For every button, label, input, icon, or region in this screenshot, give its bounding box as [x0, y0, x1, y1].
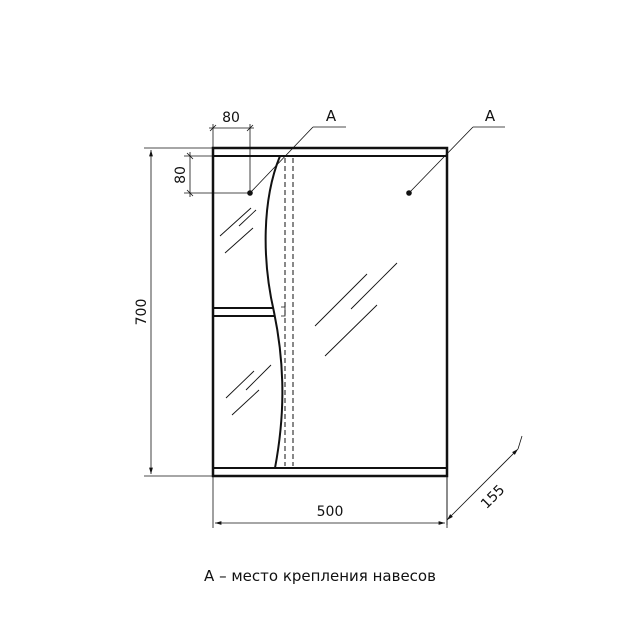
callout-leader-left	[249, 126, 346, 194]
dimension-80-vertical	[184, 152, 250, 197]
dim-label-155: 155	[478, 482, 508, 512]
callout-label-left: A	[326, 107, 337, 125]
glass-reflection	[219, 207, 398, 416]
dim-label-80-vertical: 80	[173, 166, 189, 184]
mounting-point-right	[406, 190, 412, 196]
caption: A – место крепления навесов	[204, 567, 436, 585]
callout-label-right: A	[485, 107, 496, 125]
wave-door-edge	[264, 155, 284, 469]
dimension-500	[212, 476, 448, 528]
hinge-mark	[281, 306, 286, 317]
dimension-700	[144, 147, 213, 477]
dim-label-700: 700	[134, 299, 150, 326]
callout-leader-right	[408, 126, 505, 194]
dimension-80-horizontal	[209, 124, 254, 193]
mounting-point-left	[247, 190, 253, 196]
dim-label-80-horizontal: 80	[222, 110, 240, 126]
dim-label-500: 500	[317, 504, 344, 520]
dimension-155	[446, 435, 523, 525]
cabinet-outline	[211, 146, 449, 478]
